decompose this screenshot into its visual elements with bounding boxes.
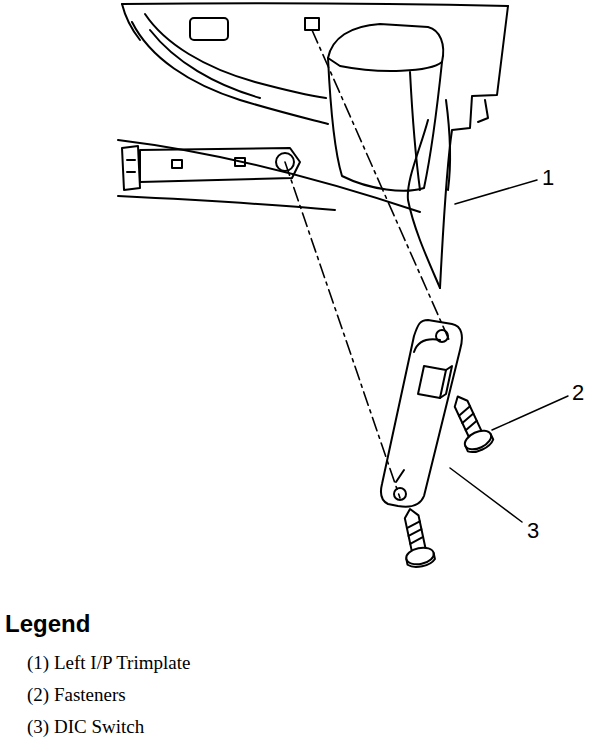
leader-line: [492, 396, 568, 430]
dic-switch-body: [396, 470, 404, 482]
callout-number: 2: [572, 380, 584, 405]
trimplate-bin: [328, 24, 443, 71]
slot-detail: [172, 160, 182, 168]
legend-entry: (1) Left I/P Trimplate: [27, 652, 190, 674]
callout-number: 1: [542, 165, 554, 190]
trimplate-edge: [408, 120, 440, 288]
trimplate-edge: [118, 196, 335, 210]
trimplate-slot: [140, 148, 300, 182]
latch: [122, 146, 140, 190]
dic-switch-body: [381, 320, 462, 507]
callout-number: 3: [527, 518, 539, 543]
alignment-line: [312, 30, 450, 342]
mounting-hole: [394, 488, 406, 500]
slot-detail: [235, 158, 245, 166]
trimplate-edge: [446, 100, 450, 190]
top-tab: [305, 18, 319, 30]
legend-entry: (3) DIC Switch: [27, 716, 144, 738]
dic-button: [418, 366, 446, 398]
trimplate-edge: [145, 14, 326, 98]
trimplate-bin: [328, 58, 442, 191]
trimplate-edge: [440, 6, 508, 288]
dic-button: [440, 366, 452, 398]
legend-heading: Legend: [5, 610, 90, 638]
trimplate-edge: [478, 100, 488, 122]
vent-tab: [190, 18, 228, 40]
latch: [127, 160, 135, 172]
dic-switch-body: [414, 339, 440, 352]
leader-line: [455, 180, 537, 204]
leader-line: [450, 468, 522, 522]
alignment-line: [285, 162, 400, 498]
trimplate-edge: [122, 3, 508, 6]
trimplate-edge: [118, 140, 420, 212]
fastener: [396, 506, 436, 569]
fastener: [445, 391, 495, 456]
mounting-hole: [436, 330, 448, 342]
legend-entry: (2) Fasteners: [27, 684, 126, 706]
